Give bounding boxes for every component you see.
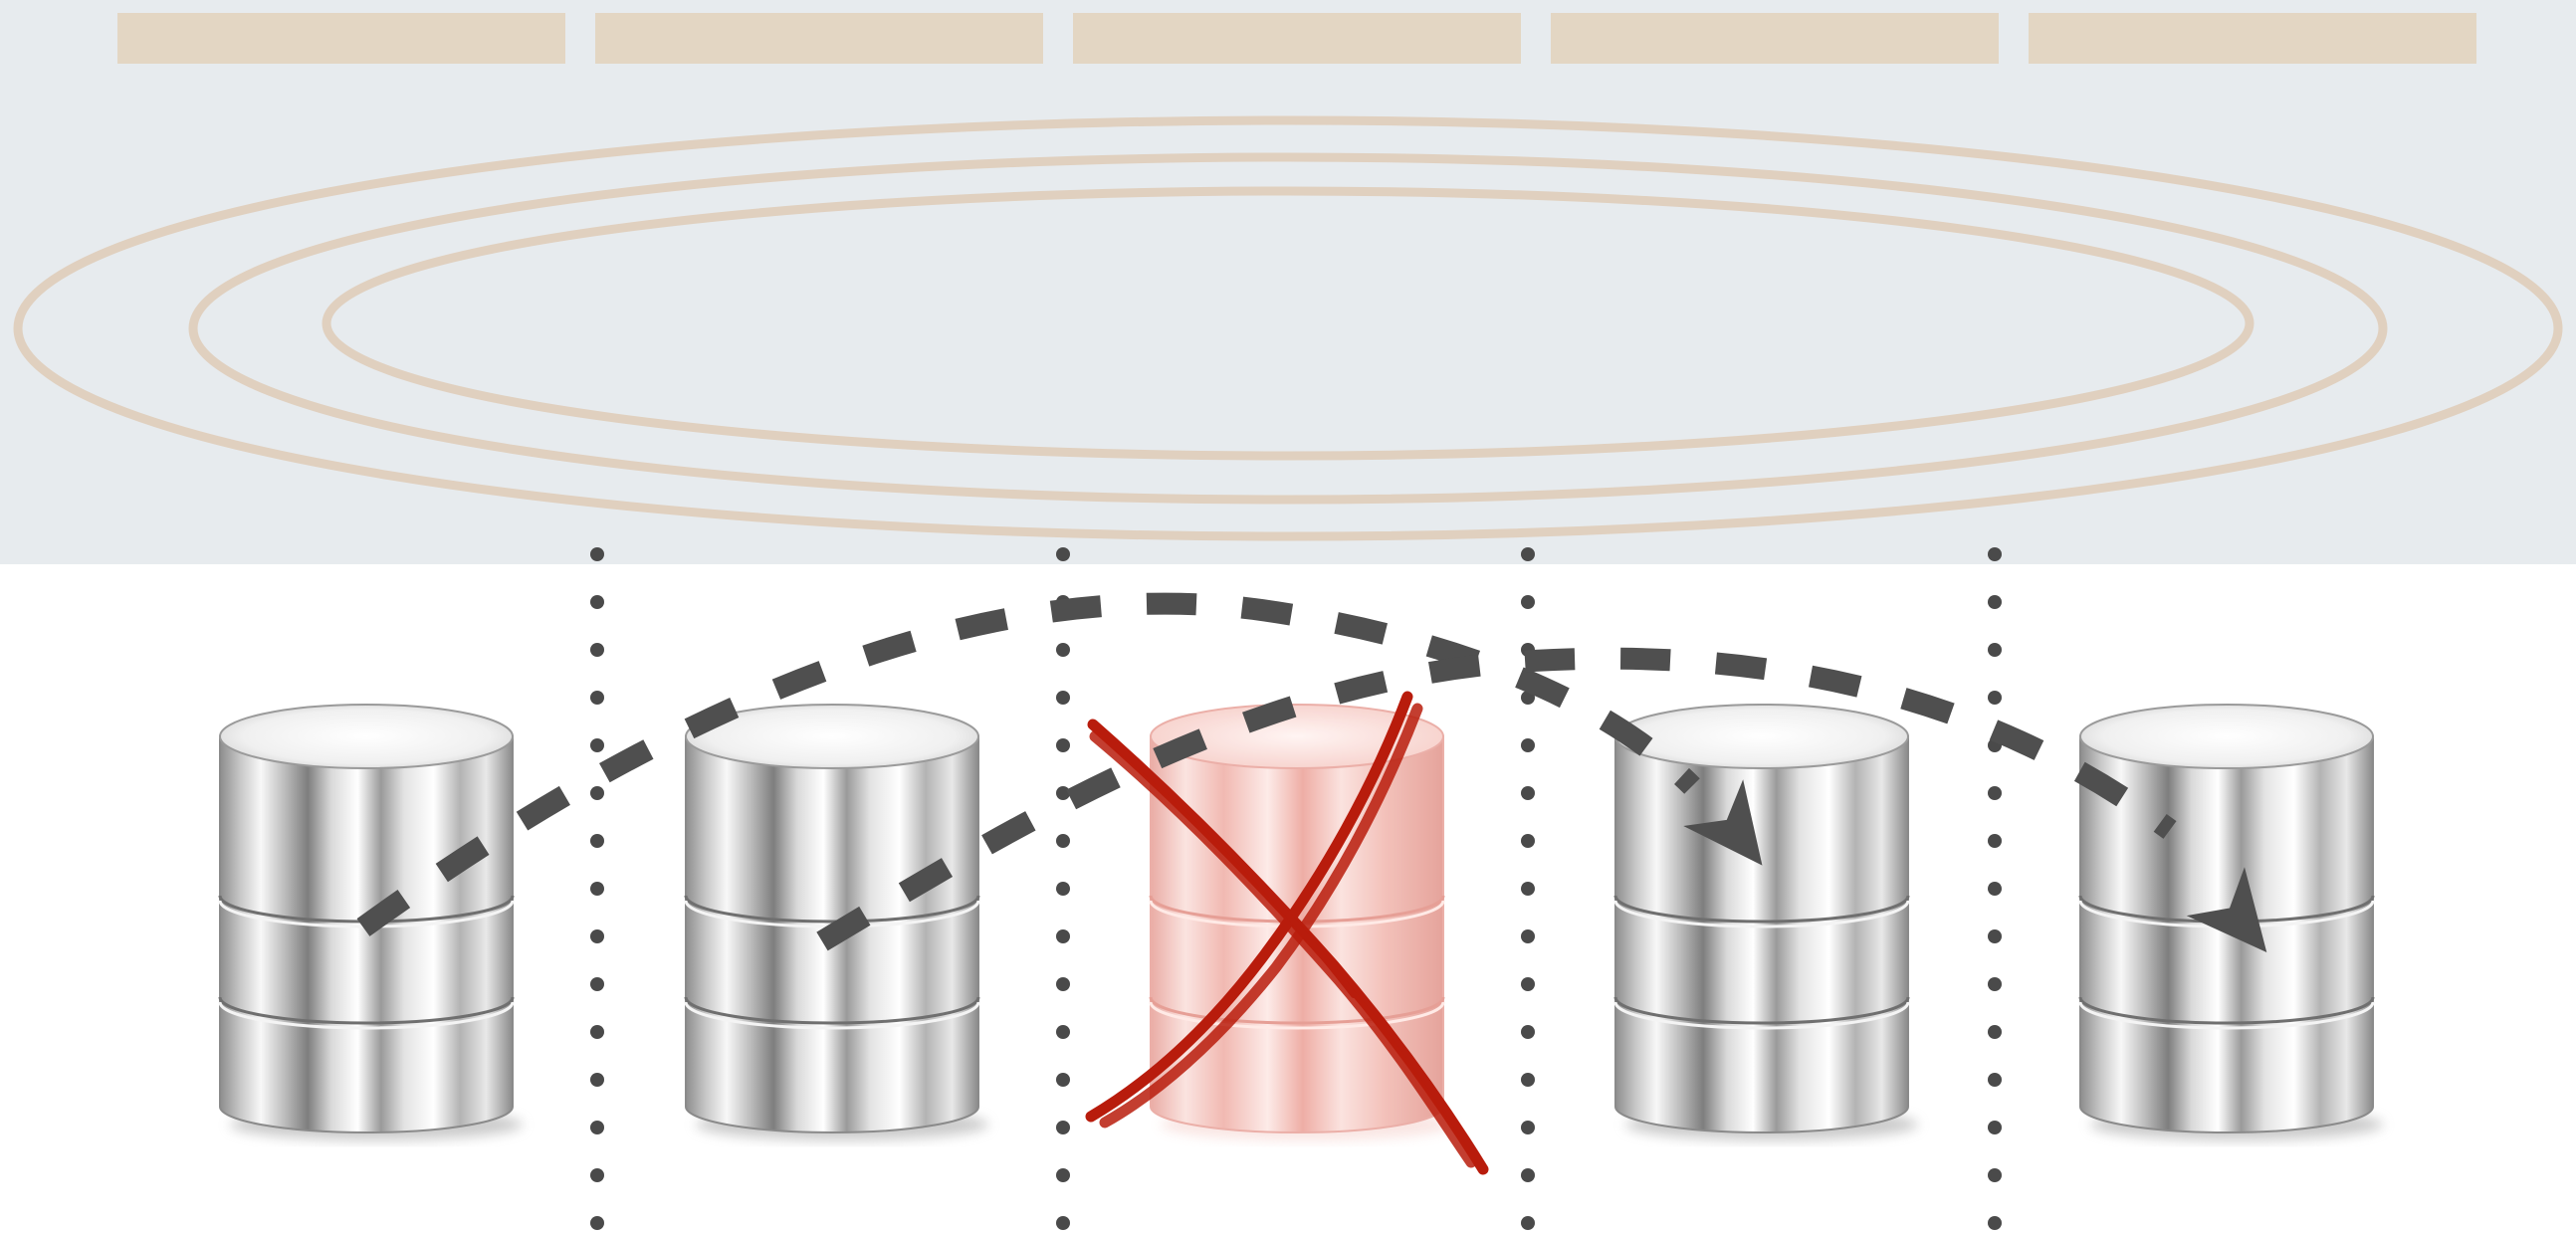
dotted-divider <box>590 547 604 1230</box>
replication-flow-line <box>363 604 1692 927</box>
header-segment <box>1073 13 1521 64</box>
database-cylinder-icon <box>1615 705 1918 1140</box>
header-segments <box>117 13 2476 64</box>
dotted-divider <box>1988 547 2002 1230</box>
header-segment <box>117 13 565 64</box>
dotted-divider <box>1056 547 1070 1230</box>
header-segment <box>595 13 1043 64</box>
replication-flow-line <box>822 659 2170 941</box>
header-segment <box>2029 13 2476 64</box>
header-segment <box>1551 13 1999 64</box>
dotted-divider <box>1521 547 1535 1230</box>
